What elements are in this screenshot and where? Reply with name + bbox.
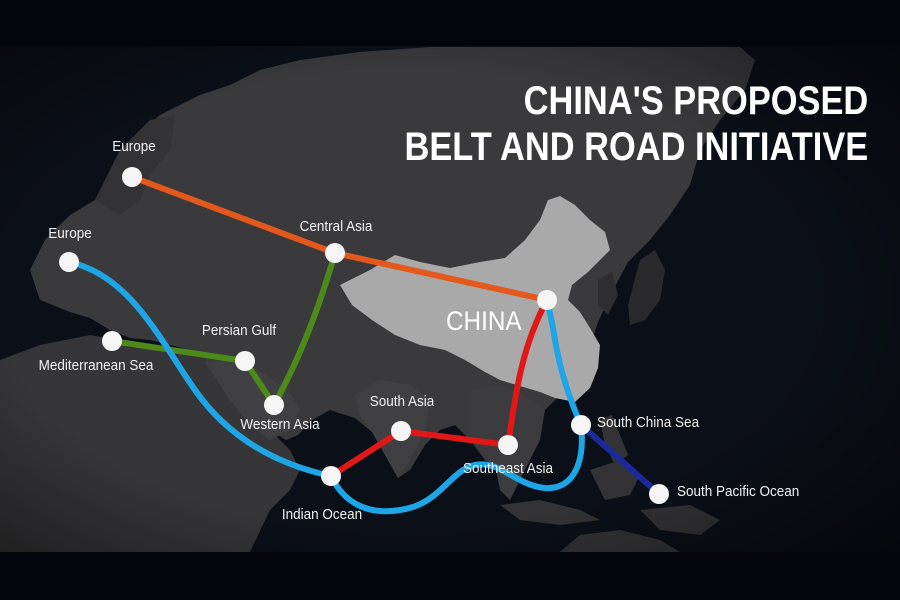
top-letterbox [0, 0, 900, 46]
node-south-china-sea [571, 415, 591, 435]
map-frame [0, 46, 900, 552]
title-line-2: BELT AND ROAD INITIATIVE [404, 125, 868, 169]
node-south-asia [391, 421, 411, 441]
route-pacific-link [578, 422, 662, 497]
map-canvas [0, 46, 900, 552]
node-south-pacific-ocean [649, 484, 669, 504]
label-south-china-sea: South China Sea [597, 414, 700, 431]
node-mediterranean-sea [102, 331, 122, 351]
label-mediterranean-sea: Mediterranean Sea [38, 357, 154, 374]
node-southeast-asia [498, 435, 518, 455]
label-western-asia: Western Asia [240, 416, 320, 433]
bottom-letterbox [0, 552, 900, 600]
label-europe-west: Europe [48, 225, 92, 242]
node-china [537, 290, 557, 310]
node-indian-ocean [321, 466, 341, 486]
label-south-asia: South Asia [369, 393, 435, 410]
vignette [0, 46, 900, 552]
node-western-asia [264, 395, 284, 415]
label-persian-gulf: Persian Gulf [201, 322, 277, 339]
node-europe-north [122, 167, 142, 187]
node-persian-gulf [235, 351, 255, 371]
map-title: CHINA'S PROPOSED BELT AND ROAD INITIATIV… [404, 78, 868, 170]
label-central-asia: Central Asia [299, 218, 373, 235]
node-central-asia [325, 243, 345, 263]
route-maritime-silk-road [66, 259, 585, 515]
node-europe-west [59, 252, 79, 272]
label-indian-ocean: Indian Ocean [281, 506, 363, 523]
title-line-1: CHINA'S PROPOSED [523, 79, 868, 123]
label-southeast-asia: Southeast Asia [462, 460, 554, 477]
label-europe-north: Europe [112, 138, 156, 155]
country-label-china: CHINA [446, 306, 522, 336]
label-south-pacific-ocean: South Pacific Ocean [677, 483, 800, 500]
